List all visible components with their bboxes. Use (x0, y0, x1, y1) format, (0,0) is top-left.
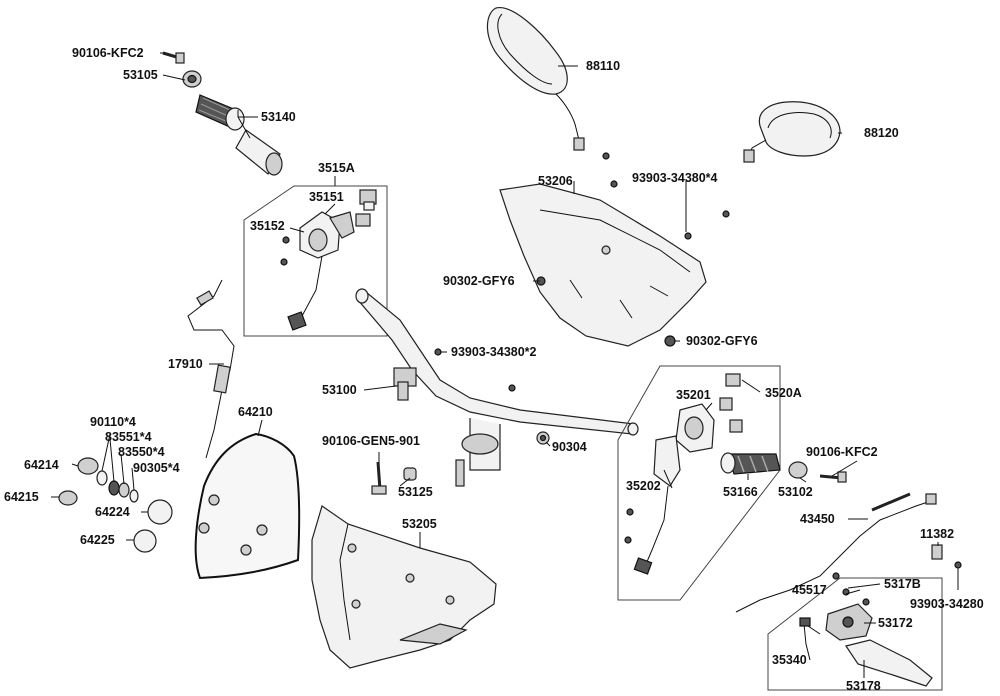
label-53102: 53102 (778, 485, 813, 499)
label-35340: 35340 (772, 653, 807, 667)
mirror-left-88110 (486, 7, 585, 151)
label-45517: 45517 (792, 583, 827, 597)
hardware-64215 (58, 490, 78, 506)
label-35152: 35152 (250, 219, 285, 233)
grip-53166 (720, 452, 781, 475)
label-64224: 64224 (95, 505, 130, 519)
group-outline-5317b (767, 577, 943, 691)
switch-housing-35152 (287, 211, 355, 331)
label-88120: 88120 (864, 126, 899, 140)
switch-parts-3520a (719, 373, 743, 433)
label-35202: 35202 (626, 479, 661, 493)
label-64215: 64215 (4, 490, 39, 504)
label-53140: 53140 (261, 110, 296, 124)
label-90304: 90304 (552, 440, 587, 454)
label-35151: 35151 (309, 190, 344, 204)
rear-cover-53206 (499, 183, 707, 347)
switch-housing-35201 (675, 403, 715, 453)
screw-90302-gfy6-b (664, 335, 676, 347)
leader-lines (51, 52, 959, 678)
label-90110x4: 90110*4 (90, 415, 136, 429)
switch-housing-35202 (633, 435, 681, 575)
screws-93903-34380x4 (602, 152, 730, 240)
label-3515a: 3515A (318, 161, 355, 175)
part-11382 (931, 544, 943, 560)
cable-17910 (187, 279, 235, 459)
label-53100: 53100 (322, 383, 357, 397)
lever-bracket-53172 (825, 603, 873, 641)
switch-parts-35151 (355, 189, 377, 227)
label-83550x4: 83550*4 (118, 445, 165, 459)
label-5317b: 5317B (884, 577, 921, 591)
switch-35340 (799, 617, 811, 661)
bolt-90106-gen5-901 (371, 461, 387, 495)
group-outline-3515a (243, 185, 388, 337)
hardware-64214 (77, 457, 99, 475)
grip-end-53105 (182, 70, 202, 88)
label-3520a: 3520A (765, 386, 802, 400)
screws-93903-34380x2 (434, 348, 516, 392)
label-53206: 53206 (538, 174, 573, 188)
label-53166: 53166 (723, 485, 758, 499)
label-64210: 64210 (238, 405, 273, 419)
grip-53140 (195, 94, 283, 176)
screws-45517 (832, 572, 870, 606)
windscreen-64210 (194, 432, 301, 580)
nut-90304 (536, 431, 550, 445)
label-43450: 43450 (800, 512, 835, 526)
label-64225: 64225 (80, 533, 115, 547)
label-90106-gen5-901: 90106-GEN5-901 (322, 434, 420, 448)
screw-93903-34280 (954, 561, 962, 569)
label-93903-34280: 93903-34280 (910, 597, 984, 611)
label-88110: 88110 (586, 59, 620, 73)
label-90106-kfc2-top: 90106-KFC2 (72, 46, 144, 60)
label-90302-gfy6-b: 90302-GFY6 (686, 334, 758, 348)
label-83551x4: 83551*4 (105, 430, 152, 444)
label-11382: 11382 (920, 527, 954, 541)
label-64214: 64214 (24, 458, 59, 472)
screws-3515a (280, 236, 290, 266)
screws-3520a (624, 508, 634, 544)
label-53125: 53125 (398, 485, 433, 499)
handlebar-53100 (355, 288, 639, 487)
screw-90106-kfc2-top (162, 51, 185, 64)
label-90305x4: 90305*4 (133, 461, 180, 475)
label-53178: 53178 (846, 679, 881, 693)
label-93903-34380x4: 93903-34380*4 (632, 171, 718, 185)
label-93903-34380x2: 93903-34380*2 (451, 345, 537, 359)
label-53205: 53205 (402, 517, 437, 531)
front-cover-53205 (311, 505, 497, 669)
cap-64224 (147, 499, 173, 525)
label-90106-kfc2-right: 90106-KFC2 (806, 445, 878, 459)
group-outline-3520a (617, 365, 781, 601)
washers-stack (96, 470, 139, 503)
cap-64225 (133, 529, 157, 553)
screw-90106-kfc2-right (819, 471, 847, 483)
label-35201: 35201 (676, 388, 711, 402)
label-53172: 53172 (878, 616, 913, 630)
cable-43450 (735, 492, 937, 613)
mirror-right-88120 (743, 101, 841, 163)
label-90302-gfy6-a: 90302-GFY6 (443, 274, 515, 288)
label-17910: 17910 (168, 357, 203, 371)
label-53105: 53105 (123, 68, 158, 82)
grip-end-53102 (788, 461, 808, 479)
spacer-53125 (403, 467, 417, 481)
